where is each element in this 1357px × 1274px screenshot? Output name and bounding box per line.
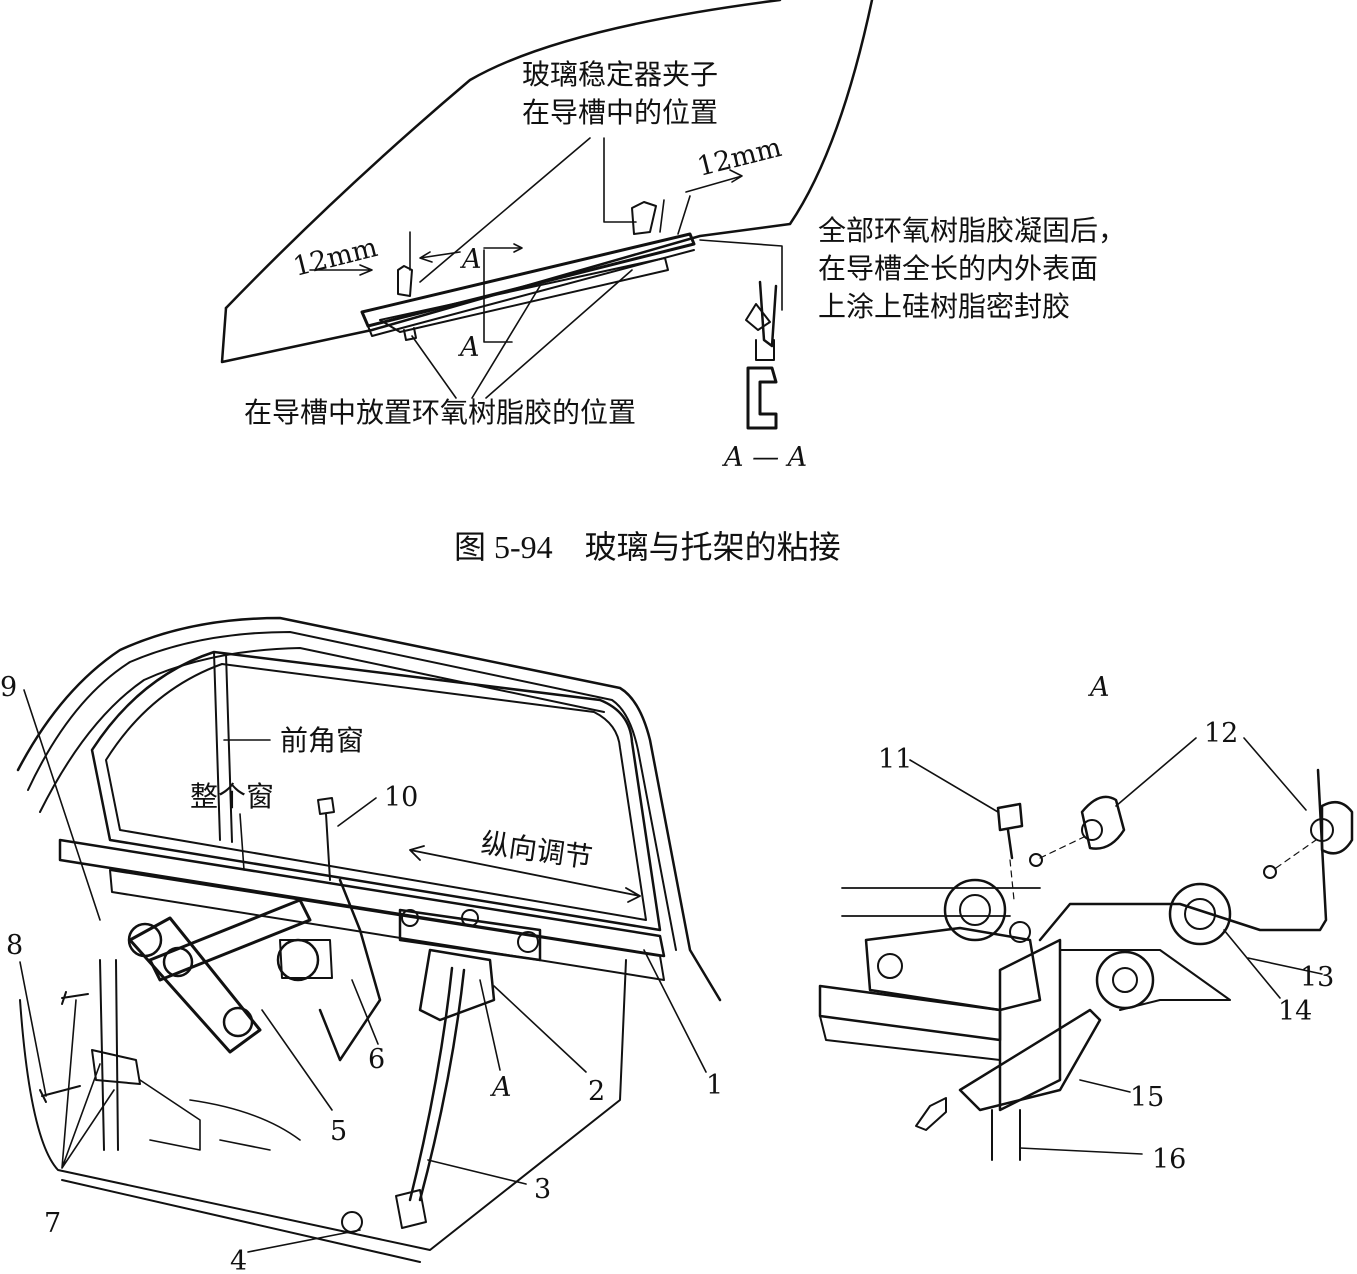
part-number-8: 8 <box>6 930 23 961</box>
part-number-3: 3 <box>534 1174 551 1205</box>
figure-caption: 图 5-94 玻璃与托架的粘接 <box>454 529 841 565</box>
epoxy-position-label: 在导槽中放置环氧树脂胶的位置 <box>244 396 636 429</box>
door-window-regulator-drawing <box>16 616 722 1263</box>
top-figure-glass <box>220 0 874 430</box>
part-number-6: 6 <box>368 1044 385 1075</box>
sealant-note-line1: 全部环氧树脂胶凝固后， <box>818 214 1126 247</box>
section-mark-top: A <box>459 244 482 275</box>
part-number-13: 13 <box>1300 962 1334 993</box>
part-number-10: 10 <box>384 782 418 813</box>
front-corner-window-label: 前角窗 <box>280 724 364 757</box>
part-number-15: 15 <box>1130 1082 1164 1113</box>
detail-a-drawing <box>818 737 1354 1161</box>
top-figure-labels: 玻璃稳定器夹子 在导槽中的位置 12mm 12mm A A 在导槽中放置环氧树脂… <box>244 58 1126 565</box>
clip-position-label-line2: 在导槽中的位置 <box>522 96 718 129</box>
part-number-11: 11 <box>878 744 912 775</box>
part-number-12: 12 <box>1204 718 1238 749</box>
section-mark-bottom: A <box>457 332 480 363</box>
dimension-left-label: 12mm <box>290 232 381 283</box>
part-number-16: 16 <box>1152 1144 1186 1175</box>
clip-position-label-line1: 玻璃稳定器夹子 <box>522 58 718 91</box>
part-number-1: 1 <box>706 1070 723 1101</box>
sealant-note-line3: 上涂上硅树脂密封胶 <box>818 290 1070 323</box>
detail-a-labels: A 11 12 13 14 15 16 <box>878 672 1334 1175</box>
part-number-4: 4 <box>230 1246 247 1274</box>
part-number-14: 14 <box>1278 996 1312 1027</box>
detail-a-mark: A <box>489 1072 512 1103</box>
part-number-9: 9 <box>0 672 17 703</box>
part-number-2: 2 <box>588 1076 605 1107</box>
part-number-7: 7 <box>44 1208 61 1239</box>
section-view-label: A — A <box>721 442 807 473</box>
detail-a-title: A <box>1087 672 1110 703</box>
whole-window-label: 整个窗 <box>190 780 274 813</box>
sealant-note-line2: 在导槽全长的内外表面 <box>818 252 1098 285</box>
part-number-5: 5 <box>330 1116 347 1147</box>
